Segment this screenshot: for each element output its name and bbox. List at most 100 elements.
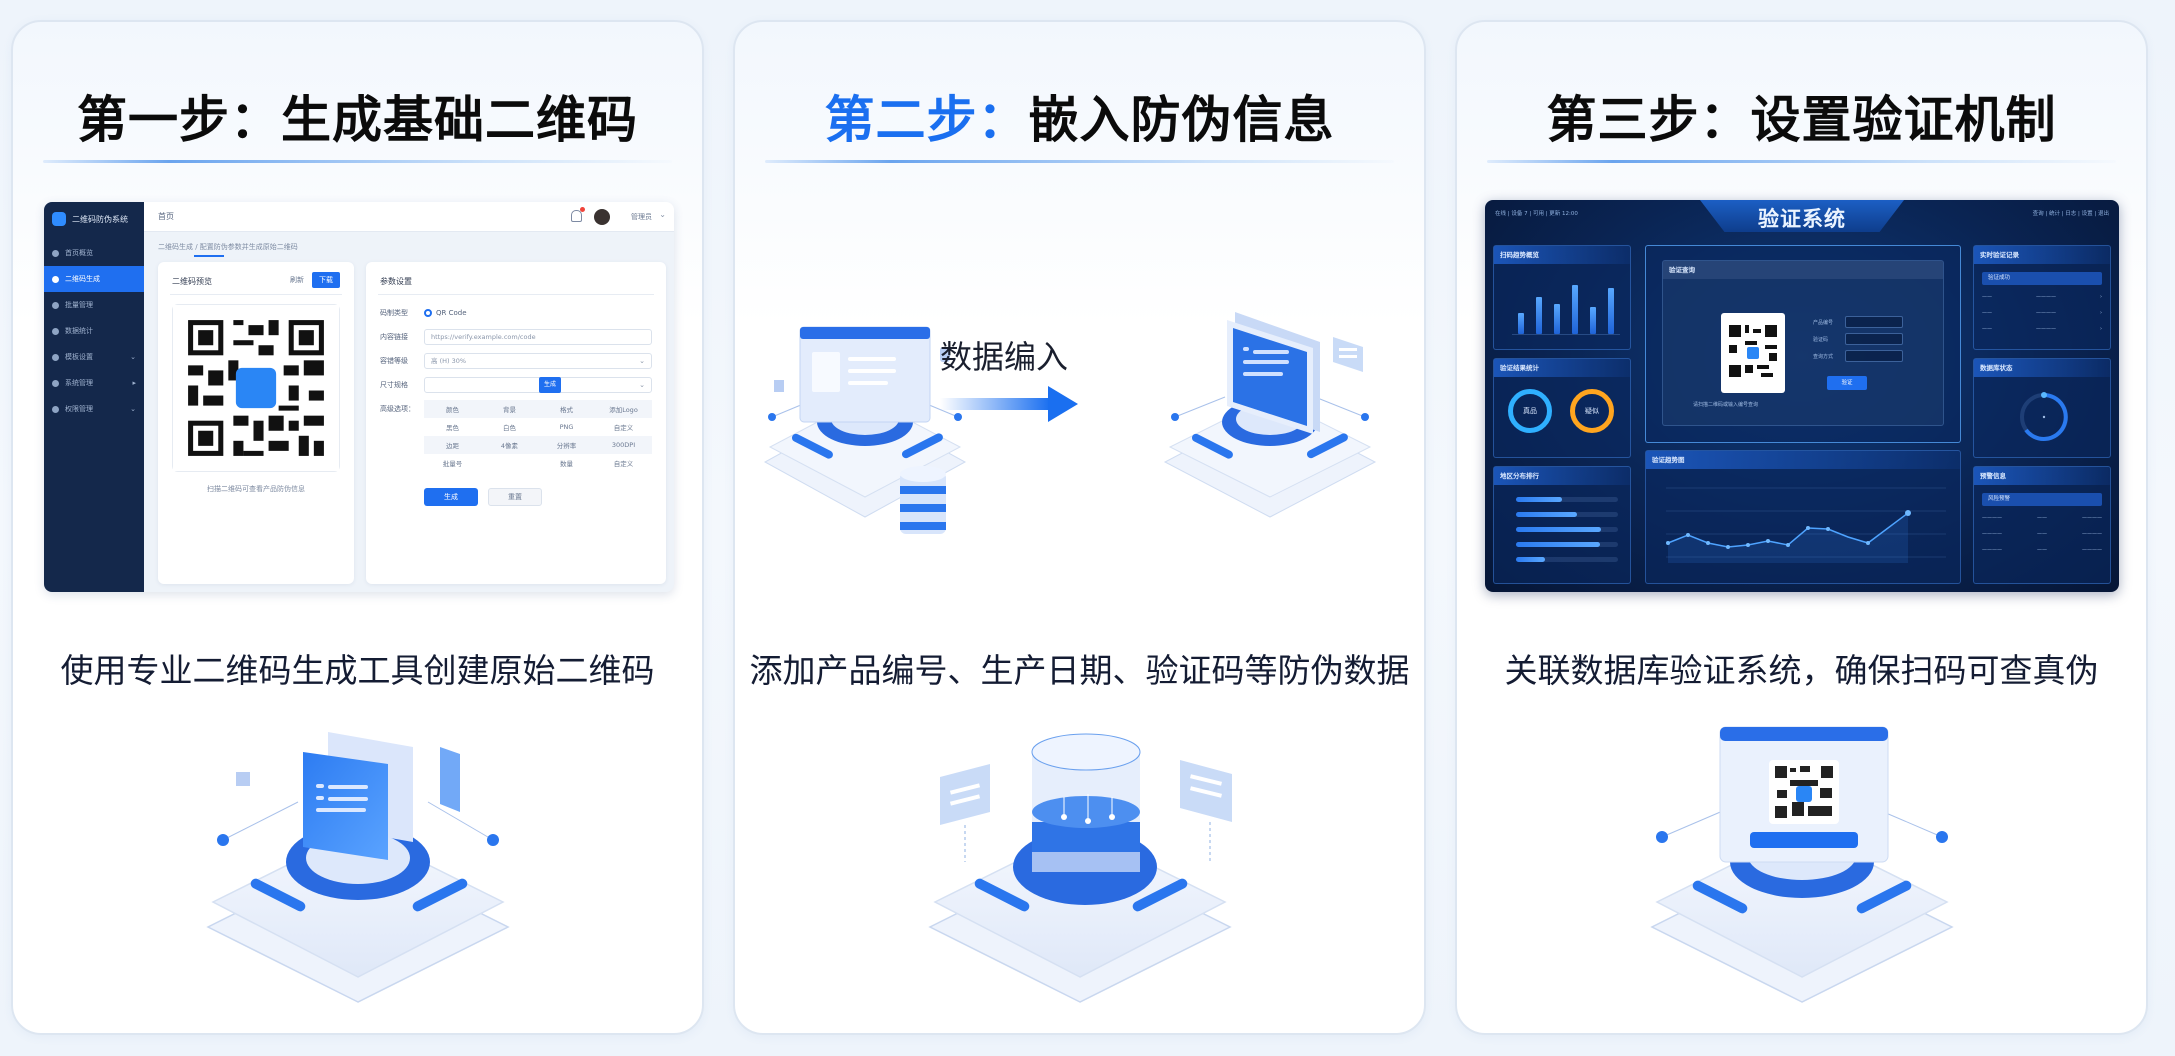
list-item[interactable]: —————————— bbox=[1982, 531, 2102, 537]
qr-caption: 请扫描二维码或输入编号查询 bbox=[1693, 402, 1759, 408]
step-1-title: 第一步：生成基础二维码 bbox=[13, 80, 702, 152]
bar-chart-panel: 扫码趋势概览 bbox=[1493, 245, 1631, 350]
page-subheader: 二维码生成 / 配置防伪参数并生成原始二维码 bbox=[158, 243, 298, 251]
generate-inline-button[interactable]: 生成 bbox=[539, 377, 561, 393]
panel-title: 数据库状态 bbox=[1974, 359, 2110, 377]
step-2-caption: 添加产品编号、生产日期、验证码等防伪数据 bbox=[749, 651, 1410, 690]
chevron-down-icon: ⌄ bbox=[130, 405, 136, 413]
verify-query-panel: 验证查询 产品编号 验证码 查询方式 bbox=[1645, 245, 1961, 443]
code-type-radio[interactable]: QR Code bbox=[424, 309, 467, 317]
add-logo-option[interactable]: 添加Logo bbox=[609, 406, 638, 414]
panel-title: 验证趋势图 bbox=[1646, 451, 1960, 469]
database-status-panel: 数据库状态 bbox=[1973, 358, 2111, 458]
sidebar-item-label: 首页概览 bbox=[65, 249, 93, 257]
error-level-select[interactable]: 高 (H) 30% ⌄ bbox=[424, 353, 652, 369]
chart-bar bbox=[1608, 288, 1614, 334]
field-label: 查询方式 bbox=[1813, 354, 1834, 360]
step-card-2: 第二步：嵌入防伪信息 数据编入 bbox=[733, 20, 1426, 1035]
sidebar-item-overview[interactable]: 首页概览 bbox=[44, 240, 144, 266]
content-link-input[interactable]: https://verify.example.com/code bbox=[424, 329, 652, 345]
dashboard-header: 在线 | 设备 7 | 可用 | 更新 12:00 验证系统 查询 | 统计 |… bbox=[1485, 200, 2119, 232]
verify-code-input[interactable] bbox=[1845, 333, 1903, 345]
query-method-select[interactable] bbox=[1845, 350, 1903, 362]
ring-stats-panel: 验证结果统计 真品 疑似 bbox=[1493, 358, 1631, 458]
select-value: 高 (H) 30% bbox=[431, 357, 467, 365]
sidebar-item-stats[interactable]: 数据统计 bbox=[44, 318, 144, 344]
size-select[interactable]: 生成 ⌄ bbox=[424, 377, 652, 393]
form-row-code-type: 码制类型 QR Code bbox=[380, 304, 652, 322]
table-cell: 300DPI bbox=[611, 441, 636, 449]
chevron-down-icon: ⌄ bbox=[639, 381, 645, 389]
field-label: 容错等级 bbox=[380, 357, 408, 365]
panel-title: 参数设置 bbox=[380, 277, 412, 286]
qr-generator-app-screenshot: 二维码防伪系统 首页概览 二维码生成 批量管理 数据统计 模板设置⌄ 系统管理▸… bbox=[44, 202, 674, 592]
chart-icon bbox=[52, 327, 59, 335]
generate-button[interactable]: 生成 bbox=[424, 488, 478, 506]
divider bbox=[170, 294, 342, 295]
chevron-down-icon[interactable]: ⌄ bbox=[659, 210, 666, 219]
table-cell: PNG bbox=[559, 423, 574, 431]
download-button[interactable]: 下载 bbox=[312, 272, 340, 288]
product-code-input[interactable] bbox=[1845, 316, 1903, 328]
list-item[interactable]: ——————› bbox=[1982, 310, 2102, 316]
table-cell: 背景 bbox=[503, 406, 516, 414]
selected-alert[interactable]: 风险预警 bbox=[1982, 493, 2102, 506]
table-cell: 数量 bbox=[560, 460, 573, 468]
field-label: 产品编号 bbox=[1813, 320, 1834, 326]
sidebar-item-system[interactable]: 系统管理▸ bbox=[44, 370, 144, 396]
step-card-3: 第三步：设置验证机制 在线 | 设备 7 | 可用 | 更新 12:00 验证系… bbox=[1455, 20, 2148, 1035]
field-label: 高级选项： bbox=[380, 405, 415, 413]
status-bar-right[interactable]: 查询 | 统计 | 日志 | 设置 | 退出 bbox=[2032, 211, 2109, 217]
form-row-error-level: 容错等级 高 (H) 30% ⌄ bbox=[380, 352, 652, 370]
panel-title: 验证查询 bbox=[1663, 261, 1943, 279]
breadcrumb[interactable]: 首页 bbox=[158, 212, 174, 221]
qr-code-image bbox=[1721, 313, 1785, 393]
active-tab-indicator bbox=[194, 255, 224, 257]
qr-caption: 扫描二维码可查看产品防伪信息 bbox=[207, 485, 305, 493]
region-ranking-panel: 地区分布排行 bbox=[1493, 466, 1631, 584]
sidebar-item-templates[interactable]: 模板设置⌄ bbox=[44, 344, 144, 370]
bell-icon[interactable] bbox=[571, 207, 585, 222]
layers-icon bbox=[52, 301, 59, 309]
step-2-title: 第二步：嵌入防伪信息 bbox=[735, 80, 1424, 152]
table-cell: 黑色 bbox=[446, 424, 459, 432]
progress-bar bbox=[1516, 497, 1618, 502]
table-cell: 批量号 bbox=[442, 460, 463, 468]
list-item[interactable]: ——————› bbox=[1982, 326, 2102, 332]
chevron-down-icon: ⌄ bbox=[639, 357, 645, 365]
step-1-caption: 使用专业二维码生成工具创建原始二维码 bbox=[60, 651, 655, 690]
verify-button[interactable]: 验证 bbox=[1827, 376, 1867, 390]
app-logo: 二维码防伪系统 bbox=[52, 212, 128, 226]
status-bar-left: 在线 | 设备 7 | 可用 | 更新 12:00 bbox=[1495, 211, 1578, 217]
form-row-size: 尺寸规格 生成⌄ bbox=[380, 376, 652, 394]
progress-bar bbox=[1516, 557, 1618, 562]
qr-code-image bbox=[172, 304, 340, 472]
avatar[interactable] bbox=[594, 209, 610, 225]
arrow-right-icon bbox=[940, 386, 1078, 422]
alerts-panel: 预警信息 风险预警 —————————— —————————— ————————… bbox=[1973, 466, 2111, 584]
sidebar-item-label: 权限管理 bbox=[65, 405, 93, 413]
list-item[interactable]: —————————— bbox=[1982, 515, 2102, 521]
divider bbox=[378, 294, 654, 295]
genuine-ring: 真品 bbox=[1508, 389, 1552, 433]
sidebar-item-label: 系统管理 bbox=[65, 379, 93, 387]
sidebar-item-qr-generate[interactable]: 二维码生成 bbox=[44, 266, 144, 292]
refresh-link[interactable]: 刷新 bbox=[290, 276, 304, 284]
sidebar-nav: 首页概览 二维码生成 批量管理 数据统计 模板设置⌄ 系统管理▸ 权限管理 ⌄ bbox=[44, 240, 144, 422]
selected-record[interactable]: 验证成功 bbox=[1982, 272, 2102, 285]
step-3-caption: 关联数据库验证系统，确保扫码可查真伪 bbox=[1504, 651, 2099, 690]
lock-icon bbox=[52, 405, 59, 413]
sidebar-item-batch[interactable]: 批量管理 bbox=[44, 292, 144, 318]
panel-title: 实时验证记录 bbox=[1974, 246, 2110, 264]
user-name[interactable]: 管理员 bbox=[631, 213, 652, 221]
chart-bar bbox=[1572, 285, 1578, 334]
title-divider bbox=[765, 160, 1394, 163]
sidebar-item-permissions[interactable]: 权限管理 ⌄ bbox=[44, 396, 144, 422]
chart-bar bbox=[1536, 297, 1542, 334]
title-divider bbox=[43, 160, 672, 163]
reset-button[interactable]: 重置 bbox=[488, 488, 542, 506]
list-item[interactable]: ——————› bbox=[1982, 294, 2102, 300]
list-item[interactable]: —————————— bbox=[1982, 547, 2102, 553]
